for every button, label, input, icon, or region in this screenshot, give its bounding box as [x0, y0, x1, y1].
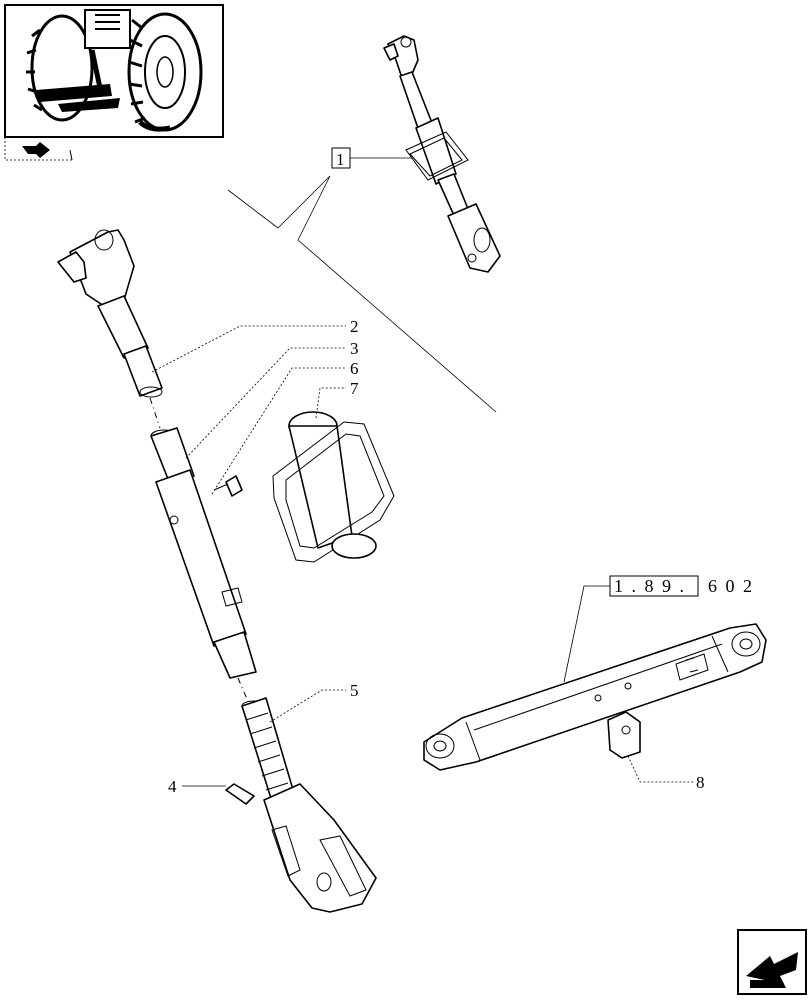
- reference-suffix-code: 6 0 2: [708, 576, 754, 596]
- lower-link: [423, 623, 767, 771]
- callout-reference: 1 . 8 9 . 6 0 2: [563, 575, 754, 683]
- assembly-view: [383, 35, 501, 273]
- callout-assembly: 1: [227, 147, 497, 413]
- callout-3-label: 3: [350, 339, 359, 358]
- reference-boxed-code: 1 . 8 9 .: [614, 576, 686, 596]
- arrow-nav-icon[interactable]: [22, 142, 50, 158]
- next-page-arrow-icon[interactable]: [737, 929, 807, 995]
- callout-4-label: 4: [168, 777, 177, 796]
- callout-8-label: 8: [696, 773, 705, 792]
- callout-2-label: 2: [350, 317, 359, 336]
- callout-7-label: 7: [350, 379, 359, 398]
- callout-1-label: 1: [336, 150, 345, 169]
- callout-leaders-left: [151, 325, 346, 787]
- callout-5-label: 5: [350, 681, 359, 700]
- tractor-thumbnail-icon[interactable]: [4, 4, 224, 161]
- callout-8-leader: [627, 755, 694, 783]
- callout-6-label: 6: [350, 359, 359, 378]
- top-link-exploded: [57, 229, 395, 913]
